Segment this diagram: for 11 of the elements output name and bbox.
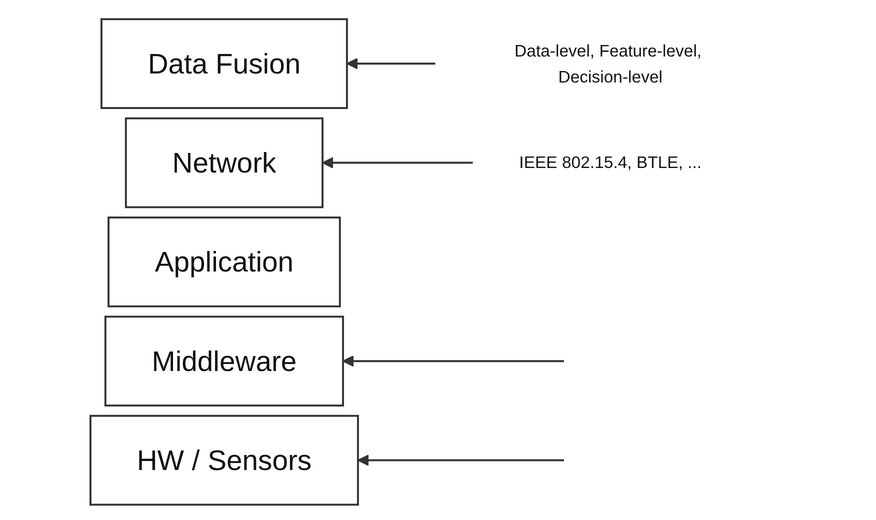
arrow <box>346 58 436 70</box>
node-text: Data-level, Feature-level, Decision-level <box>514 41 702 86</box>
node-box: HW / Sensors <box>90 414 359 506</box>
arrow <box>322 157 473 168</box>
node-text: IEEE 802.15.4, BTLE, ... <box>519 152 702 172</box>
node-box: Data Fusion <box>100 18 348 109</box>
node-box: Application <box>108 216 341 308</box>
node-box: Middleware <box>104 316 344 406</box>
arrow <box>357 454 564 466</box>
node-box: Network <box>124 117 324 208</box>
arrow <box>342 355 564 367</box>
